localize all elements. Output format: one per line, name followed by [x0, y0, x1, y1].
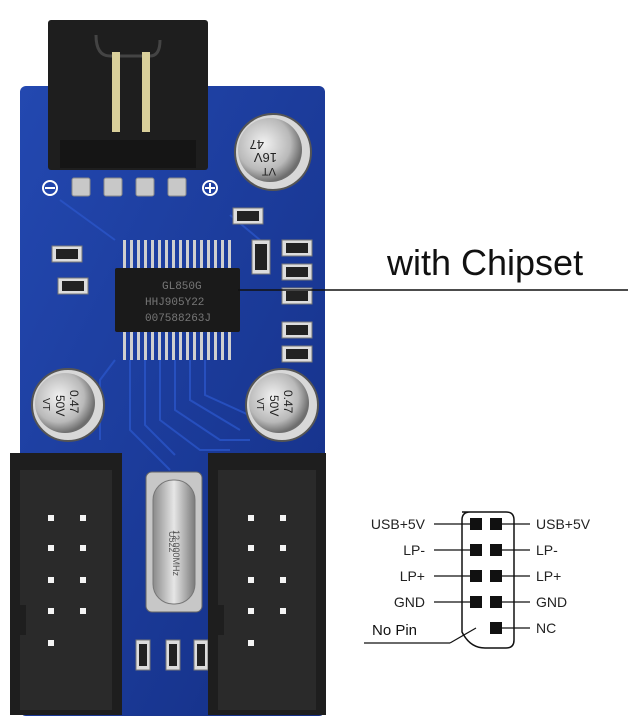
chip-line3: 007588263J [145, 313, 211, 325]
capacitor-top-code: VT [262, 165, 276, 177]
pin-right-lp-plus: LP+ [536, 568, 562, 584]
pin-right-nc: NC [536, 620, 557, 636]
pin-left-lp-plus: LP+ [399, 568, 425, 584]
pin-right-lp-minus: LP- [536, 542, 558, 558]
usb-header-right [208, 453, 326, 715]
pinout-diagram [364, 511, 530, 649]
chipset-callout-label: with Chipset [387, 242, 584, 283]
hub-chip: GL850G HHJ905Y22 007588263J [115, 240, 240, 360]
pin-left-usb5v: USB+5V [370, 516, 425, 532]
pin-left-no-pin: No Pin [372, 622, 418, 639]
crystal-oscillator: 12.000MHz U522 [145, 471, 203, 613]
fan-pads [71, 177, 187, 197]
crystal-line1: 12.000MHz [171, 530, 181, 577]
pin-left-gnd: GND [393, 594, 425, 610]
capacitor-left-voltage: 50V [53, 395, 67, 416]
capacitor-left: 0.47 50V VT [31, 368, 105, 442]
capacitor-right-value: 0.47 [281, 390, 295, 414]
capacitor-top: 47 16V VT [234, 113, 312, 191]
crystal-line2: U522 [167, 531, 177, 553]
capacitor-right-voltage: 50V [267, 395, 281, 416]
capacitor-top-value: 47 [250, 137, 264, 152]
chip-line1: GL850G [162, 281, 202, 293]
polarity-minus-icon [42, 180, 58, 196]
pin-right-usb5v: USB+5V [536, 516, 591, 532]
capacitor-left-code: VT [40, 398, 51, 411]
usb-header-left [10, 453, 122, 715]
polarity-plus-icon [202, 180, 218, 196]
pin-right-gnd: GND [536, 594, 568, 610]
pin-left-lp-minus: LP- [403, 542, 425, 558]
chip-line2: HHJ905Y22 [145, 297, 204, 309]
capacitor-right: 0.47 50V VT [245, 368, 319, 442]
capacitor-left-value: 0.47 [67, 390, 81, 414]
fan-connector [48, 20, 208, 170]
capacitor-right-code: VT [254, 398, 265, 411]
capacitor-top-voltage: 16V [254, 150, 277, 165]
smd-components [51, 207, 313, 671]
